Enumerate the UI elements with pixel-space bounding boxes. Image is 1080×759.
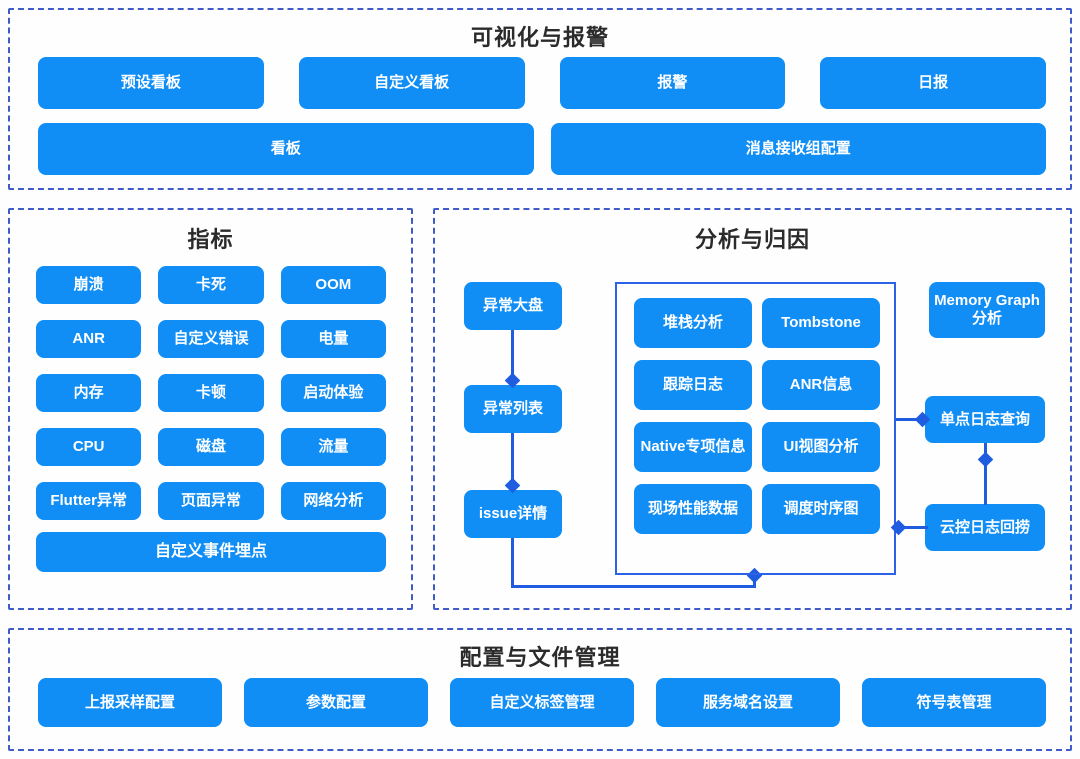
connector-list-to-issue-detail (511, 433, 514, 490)
node-cloud-control-log-retrieval[interactable]: 云控日志回捞 (925, 504, 1045, 551)
arrow-marker-cloud-control-to-single-log-query (977, 451, 994, 468)
config-button-row: 上报采样配置 参数配置 自定义标签管理 服务域名设置 符号表管理 (38, 678, 1046, 727)
metric-custom-error[interactable]: 自定义错误 (158, 320, 264, 358)
node-trace-log[interactable]: 跟踪日志 (634, 360, 752, 410)
connector-overview-to-list (511, 330, 514, 385)
button-custom-dashboard[interactable]: 自定义看板 (298, 57, 525, 109)
metric-anr[interactable]: ANR (36, 320, 142, 358)
button-report-sampling-config[interactable]: 上报采样配置 (38, 678, 222, 727)
detail-group-box: 堆栈分析 Tombstone 跟踪日志 ANR信息 Native专项信息 UI视… (615, 282, 896, 575)
section-visualization-and-alerts: 可视化与报警 预设看板 自定义看板 报警 日报 看板 消息接收组配置 (8, 8, 1072, 190)
node-native-special-info[interactable]: Native专项信息 (634, 422, 752, 472)
section-title-visualization: 可视化与报警 (470, 25, 609, 50)
metrics-grid: 崩溃 卡死 OOM ANR 自定义错误 电量 内存 卡顿 启动体验 CPU 磁盘… (36, 266, 386, 520)
button-symbol-table-management[interactable]: 符号表管理 (862, 678, 1046, 727)
flow-node-wrapper-exception-list: 异常列表 (464, 385, 562, 433)
section-config-and-file-management: 配置与文件管理 上报采样配置 参数配置 自定义标签管理 服务域名设置 符号表管理 (8, 628, 1072, 751)
connector-cloud-control-to-single-log-query (984, 443, 987, 505)
node-tombstone[interactable]: Tombstone (762, 298, 880, 348)
flow-node-wrapper-exception-overview: 异常大盘 (464, 282, 562, 330)
button-custom-tag-management[interactable]: 自定义标签管理 (450, 678, 634, 727)
visualization-button-row-2: 看板 消息接收组配置 (38, 123, 1046, 175)
button-daily-report[interactable]: 日报 (820, 57, 1046, 109)
node-stack-analysis[interactable]: 堆栈分析 (634, 298, 752, 348)
metric-crash[interactable]: 崩溃 (36, 266, 142, 304)
metric-startup-experience[interactable]: 启动体验 (280, 374, 386, 412)
node-onsite-performance-data[interactable]: 现场性能数据 (634, 484, 752, 534)
metric-battery[interactable]: 电量 (280, 320, 386, 358)
metric-flutter-exception[interactable]: Flutter异常 (36, 482, 142, 520)
visualization-button-row-1: 预设看板 自定义看板 报警 日报 (38, 57, 1046, 109)
connector-issue-detail-down (511, 538, 514, 588)
metric-network-analysis[interactable]: 网络分析 (280, 482, 386, 520)
metric-cpu[interactable]: CPU (36, 428, 142, 466)
node-memory-graph-analysis[interactable]: Memory Graph分析 (929, 282, 1045, 338)
node-issue-detail[interactable]: issue详情 (464, 490, 562, 538)
button-alerts[interactable]: 报警 (559, 57, 786, 109)
connector-group-to-single-log-query (896, 418, 928, 421)
node-exception-list[interactable]: 异常列表 (464, 385, 562, 433)
flow-node-wrapper-issue-detail: issue详情 (464, 490, 562, 538)
metric-traffic[interactable]: 流量 (280, 428, 386, 466)
metric-memory[interactable]: 内存 (36, 374, 142, 412)
section-title-analysis: 分析与归因 (694, 227, 810, 252)
section-metrics: 指标 崩溃 卡死 OOM ANR 自定义错误 电量 内存 卡顿 启动体验 CPU… (8, 208, 413, 610)
connector-issue-detail-right (511, 585, 756, 588)
metric-freeze[interactable]: 卡死 (158, 266, 264, 304)
node-anr-info[interactable]: ANR信息 (762, 360, 880, 410)
metric-lag[interactable]: 卡顿 (158, 374, 264, 412)
button-parameter-config[interactable]: 参数配置 (244, 678, 428, 727)
metric-oom[interactable]: OOM (280, 266, 386, 304)
metric-disk[interactable]: 磁盘 (158, 428, 264, 466)
section-title-metrics: 指标 (187, 227, 234, 252)
node-single-log-query[interactable]: 单点日志查询 (925, 396, 1045, 443)
button-service-domain-settings[interactable]: 服务域名设置 (656, 678, 840, 727)
node-ui-view-analysis[interactable]: UI视图分析 (762, 422, 880, 472)
section-analysis-and-attribution: 分析与归因 异常大盘 异常列表 issue详情 堆栈分析 Tombstone 跟… (433, 208, 1072, 610)
metric-page-exception[interactable]: 页面异常 (158, 482, 264, 520)
node-exception-overview[interactable]: 异常大盘 (464, 282, 562, 330)
connector-cloud-control-to-group (896, 526, 928, 529)
button-preset-dashboard[interactable]: 预设看板 (38, 57, 264, 109)
button-message-receiver-group-config[interactable]: 消息接收组配置 (550, 123, 1046, 175)
metric-custom-event-tracking[interactable]: 自定义事件埋点 (36, 532, 386, 572)
detail-group-grid: 堆栈分析 Tombstone 跟踪日志 ANR信息 Native专项信息 UI视… (634, 298, 880, 534)
button-dashboard[interactable]: 看板 (38, 123, 534, 175)
section-title-config: 配置与文件管理 (459, 645, 621, 670)
node-schedule-timeline[interactable]: 调度时序图 (762, 484, 880, 534)
